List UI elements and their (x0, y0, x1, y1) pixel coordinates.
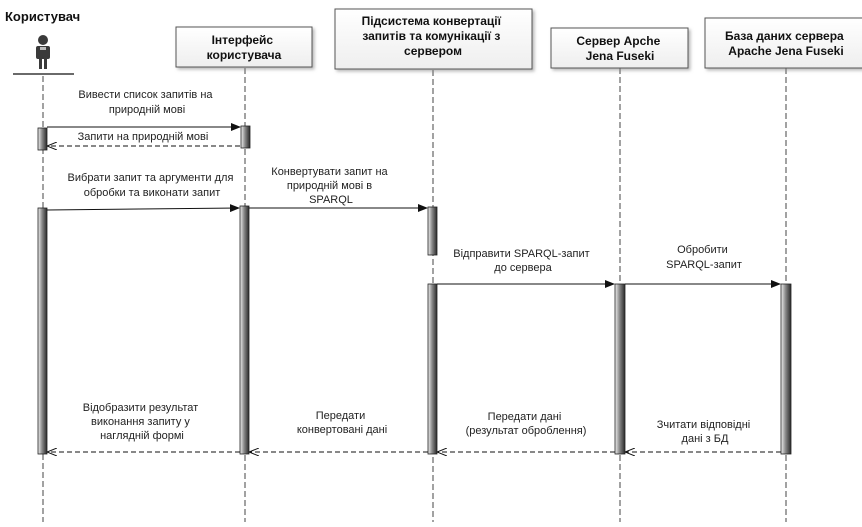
activation-bar (240, 125, 251, 149)
message-m7: Зчитати відповідні дані з БД (626, 419, 781, 452)
activation-bars (37, 125, 792, 455)
message-label: Відправити SPARQL-запит до сервера (453, 248, 592, 274)
message-label: Зчитати відповідні дані з БД (657, 419, 754, 445)
message-m2: Запити на природній мові (48, 131, 240, 146)
participant-label: База даних сервера Apache Jena Fuseki (725, 29, 847, 58)
message-label: Передати дані (результат оброблення) (466, 411, 587, 437)
participant-ui: Інтерфейс користувача (175, 26, 313, 68)
activation-bar (780, 283, 792, 455)
message-label: Передати конвертовані дані (297, 410, 387, 436)
activation-bar (37, 207, 48, 455)
activation-bar (614, 283, 626, 455)
message-label: Вивести список запитів на природній мові (78, 89, 215, 116)
message-label: Обробити SPARQL-запит (666, 244, 742, 271)
message-label: Запити на природній мові (78, 131, 209, 143)
message-label: Відобразити результат виконання запиту у… (83, 402, 202, 442)
user-icon (36, 35, 50, 69)
activation-bar (37, 127, 48, 151)
participant-db: База даних сервера Apache Jena Fuseki (704, 17, 862, 69)
participant-label: Підсистема конвертації запитів та комуні… (362, 14, 505, 58)
activation-bar (239, 205, 250, 455)
participant-box (175, 26, 313, 68)
message-m10: Відобразити результат виконання запиту у… (48, 402, 240, 452)
actor: Користувач (5, 9, 80, 75)
message-m5: Відправити SPARQL-запит до сервера (437, 248, 615, 288)
participant-conv: Підсистема конвертації запитів та комуні… (334, 8, 533, 70)
message-m4: Конвертувати запит на природній мові в S… (249, 166, 428, 212)
participant-box (704, 17, 862, 69)
participant-label: Інтерфейс користувача (207, 33, 282, 62)
message-label: Вибрати запит та аргументи для обробки т… (68, 172, 237, 199)
message-arrow (46, 204, 240, 213)
participant-box (550, 27, 689, 69)
message-m9: Передати конвертовані дані (250, 410, 428, 452)
actor-name: Користувач (5, 9, 80, 24)
activation-bar (427, 283, 438, 455)
message-m1: Вивести список запитів на природній мові (47, 89, 241, 131)
message-m8: Передати дані (результат оброблення) (438, 411, 615, 452)
participant-box (334, 8, 533, 70)
message-m3: Вибрати запит та аргументи для обробки т… (46, 172, 240, 213)
participant-label: Сервер Apche Jena Fuseki (576, 34, 663, 63)
message-label: Конвертувати запит на природній мові в S… (271, 166, 390, 206)
participant-server: Сервер Apche Jena Fuseki (550, 27, 689, 69)
activation-bar (427, 206, 438, 256)
message-m6: Обробити SPARQL-запит (625, 244, 781, 288)
